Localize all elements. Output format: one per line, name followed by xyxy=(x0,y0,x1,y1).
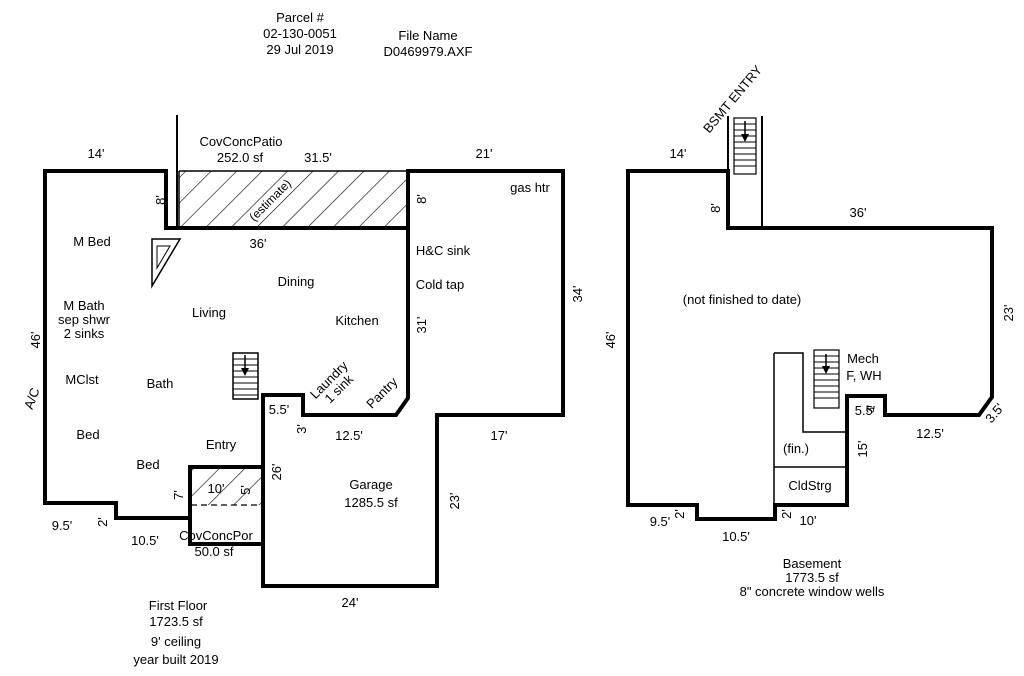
first-floor-plan: M Bed M Bath sep shwr 2 sinks MClst Bath… xyxy=(21,115,585,667)
gas-heater-label: gas htr xyxy=(510,180,550,195)
basement-note: 8" concrete window wells xyxy=(740,584,885,599)
stairs-icon xyxy=(232,352,259,400)
basement-title: Basement xyxy=(783,556,842,571)
dim-top-left: 14' xyxy=(88,146,105,161)
dim-mid: 36' xyxy=(250,236,267,251)
covered-patio-hatch xyxy=(179,171,408,228)
bsmt-dim-top-left: 14' xyxy=(670,146,687,161)
porch-area: 50.0 sf xyxy=(194,544,233,559)
bsmt-dim-bottom-right: 10' xyxy=(800,513,817,528)
dim-patio-depth-right: 8' xyxy=(414,194,429,204)
finished-room-label: (fin.) xyxy=(783,441,809,456)
dim-left: 46' xyxy=(28,332,43,349)
corner-tub-icon xyxy=(151,238,182,289)
dim-garage-bottom: 24' xyxy=(342,595,359,610)
room-garage: Garage xyxy=(349,477,392,492)
room-sinks: 2 sinks xyxy=(64,326,105,341)
dim-bottom-mid: 10.5' xyxy=(131,533,159,548)
covered-porch-hatch xyxy=(191,467,262,505)
dim-patio-depth-left: 8' xyxy=(153,195,168,205)
garage-area: 1285.5 sf xyxy=(344,495,398,510)
dim-top-right: 21' xyxy=(476,146,493,161)
bsmt-dim-notch-jog: 3' xyxy=(865,405,877,413)
patio-name: CovConcPatio xyxy=(199,134,282,149)
file-name-label: File Name xyxy=(398,28,457,43)
dim-porch-depth: 5' xyxy=(238,485,253,495)
room-bed-2: Bed xyxy=(136,457,159,472)
mech-stairs-icon xyxy=(813,349,840,409)
garage-separation-wall xyxy=(261,226,410,546)
dim-garage-top: 17' xyxy=(491,428,508,443)
basement-plan: BSMT ENTRY (not finished to date) Mech F… xyxy=(603,62,1016,599)
room-bath: Bath xyxy=(147,376,174,391)
cold-storage-label: CldStrg xyxy=(788,478,831,493)
bsmt-dim-right: 23' xyxy=(1001,305,1016,322)
dim-laundry-step: 5.5' xyxy=(269,402,290,417)
dim-garage-left: 26' xyxy=(269,464,284,481)
bsmt-dim-bottom-jog: 2' xyxy=(672,509,687,519)
ac-label: A/C xyxy=(21,386,43,411)
finished-room-walls xyxy=(773,352,847,505)
bsmt-dim-left: 46' xyxy=(603,332,618,349)
file-name: D0469979.AXF xyxy=(384,44,473,59)
sketch-date: 29 Jul 2019 xyxy=(266,42,333,57)
basement-entry-stairs-icon xyxy=(727,116,763,228)
bsmt-dim-top-right: 36' xyxy=(850,205,867,220)
dim-patio-length: 31.5' xyxy=(304,150,332,165)
bsmt-dim-right-bottom: 12.5' xyxy=(916,426,944,441)
dim-right: 34' xyxy=(570,286,585,303)
bsmt-dim-bottom-mid: 10.5' xyxy=(722,529,750,544)
parcel-label: Parcel # xyxy=(276,10,324,25)
mech-label: Mech xyxy=(847,351,879,366)
patio-outline xyxy=(178,170,408,228)
first-floor-ceiling: 9' ceiling xyxy=(151,634,201,649)
cold-tap-label: Cold tap xyxy=(416,277,464,292)
room-m-bed: M Bed xyxy=(73,234,111,249)
room-mclst: MClst xyxy=(65,372,99,387)
dim-pantry-run: 12.5' xyxy=(335,428,363,443)
room-pantry: Pantry xyxy=(363,374,401,412)
bsmt-dim-notch-top: 5.5' xyxy=(855,403,876,418)
porch-wall xyxy=(188,465,265,520)
bsmt-dim-notch-left: 15' xyxy=(855,441,870,458)
room-living: Living xyxy=(192,305,226,320)
parcel-number: 02-130-0051 xyxy=(263,26,337,41)
dim-porch-length: 10' xyxy=(208,481,225,496)
room-entry: Entry xyxy=(206,437,237,452)
bsmt-dim-bottom-left: 9.5' xyxy=(650,514,671,529)
bsmt-dim-bottom-jog-right: 2' xyxy=(779,509,794,519)
patio-area: 252.0 sf xyxy=(217,150,264,165)
basement-unfinished-note: (not finished to date) xyxy=(683,292,802,307)
first-floor-area: 1723.5 sf xyxy=(149,614,203,629)
room-bed-1: Bed xyxy=(76,427,99,442)
first-floor-title: First Floor xyxy=(149,598,208,613)
basement-area: 1773.5 sf xyxy=(785,570,839,585)
dim-porch-left: 7' xyxy=(171,490,186,500)
porch-name: CovConcPor xyxy=(179,528,253,543)
room-kitchen: Kitchen xyxy=(335,313,378,328)
dim-laundry-jog: 3' xyxy=(294,424,309,434)
basement-outline xyxy=(626,169,994,521)
room-dining: Dining xyxy=(278,274,315,289)
room-m-bath: M Bath xyxy=(63,298,104,313)
dim-bottom-left: 9.5' xyxy=(52,518,73,533)
bsmt-dim-step: 8' xyxy=(708,203,723,213)
furnace-water-heater-label: F, WH xyxy=(846,368,881,383)
first-floor-year-built: year built 2019 xyxy=(133,652,218,667)
dim-bottom-jog: 2' xyxy=(95,517,110,527)
dim-garage-right: 23' xyxy=(447,493,462,510)
hc-sink-label: H&C sink xyxy=(416,243,471,258)
dim-kitchen-wall: 31' xyxy=(414,317,429,334)
room-sep-shwr: sep shwr xyxy=(58,312,111,327)
first-floor-outline xyxy=(43,169,565,588)
header: Parcel # 02-130-0051 29 Jul 2019 File Na… xyxy=(263,10,472,59)
